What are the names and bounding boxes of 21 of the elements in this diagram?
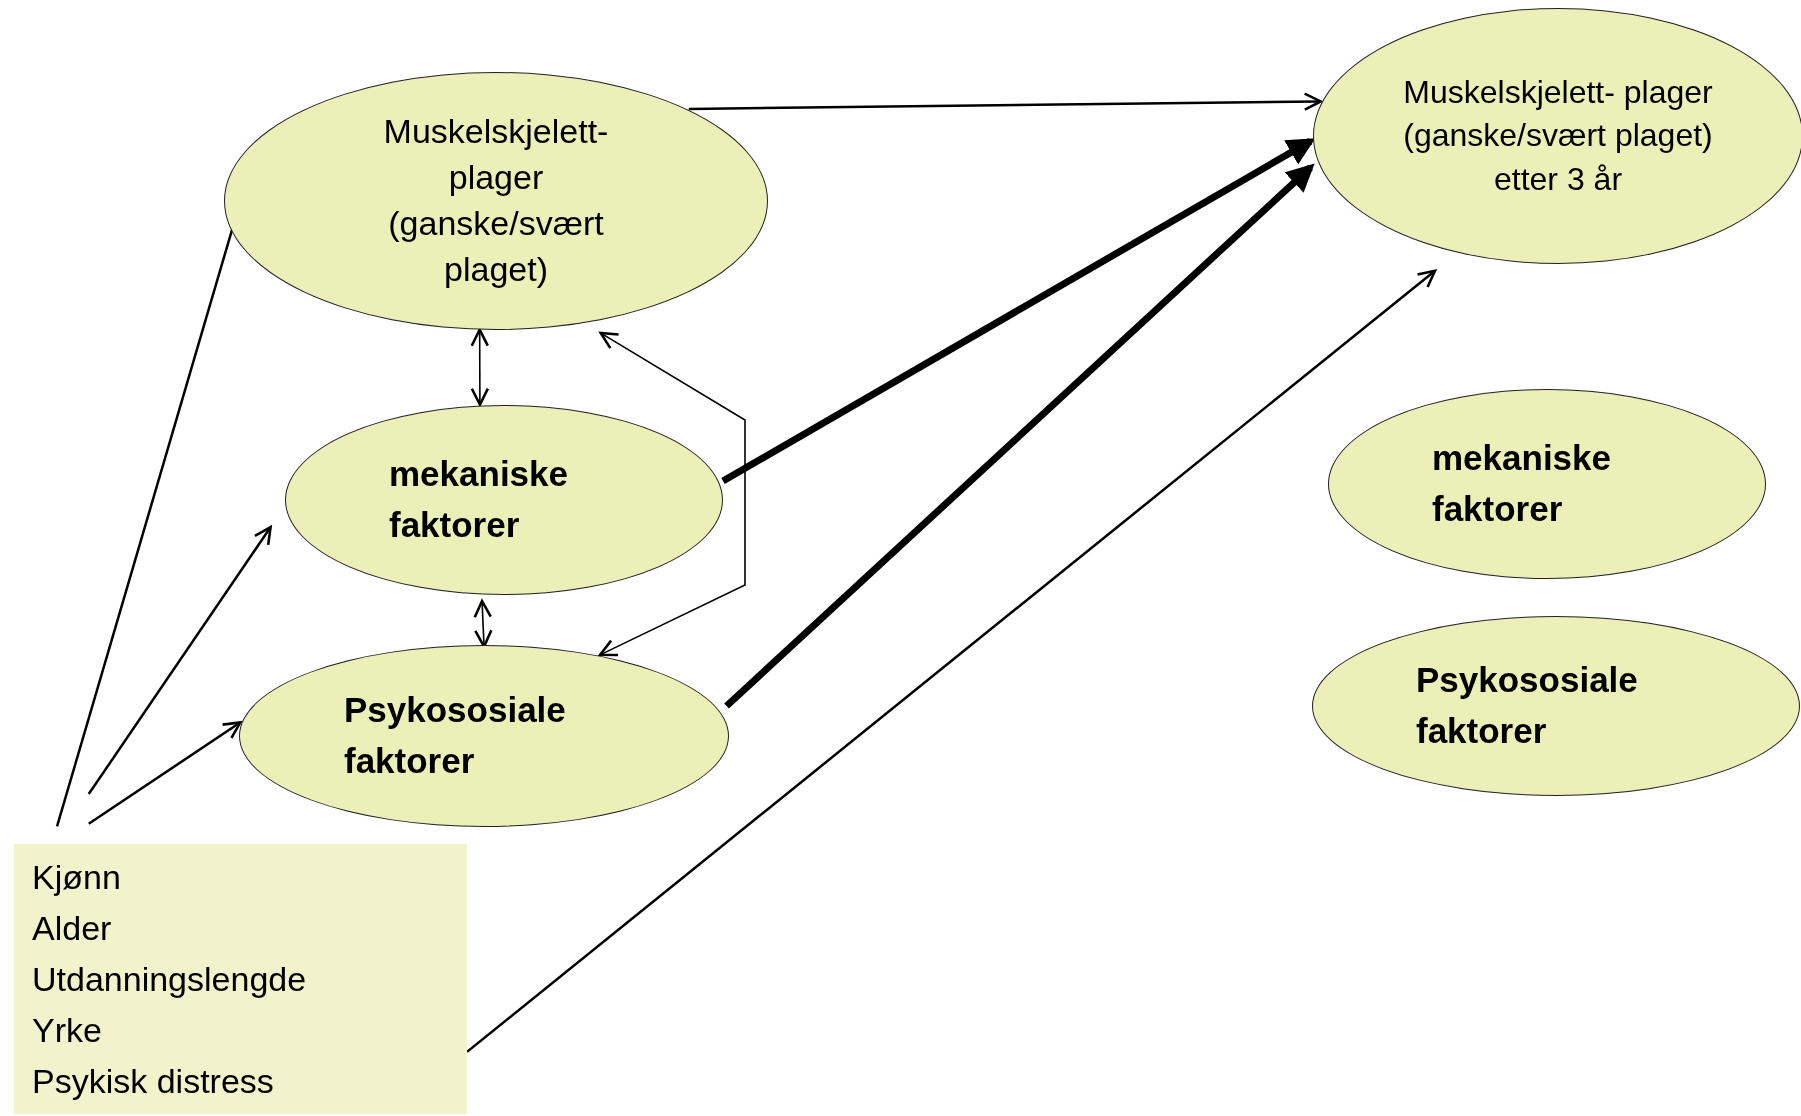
node-label: Yrke	[32, 1009, 103, 1051]
arrow	[721, 138, 1316, 485]
node-label: Alder	[32, 907, 113, 949]
arrow	[87, 525, 272, 795]
text-box	[14, 844, 467, 1114]
arrow	[466, 269, 1437, 1053]
node-label: mekaniske faktorer	[1432, 437, 1613, 530]
node-label: Kjønn	[32, 856, 122, 898]
arrow	[724, 163, 1315, 709]
arrow	[88, 721, 242, 825]
arrow	[688, 92, 1322, 111]
arrow	[598, 331, 746, 657]
node-label: Psykososiale faktorer	[1416, 659, 1639, 752]
node-label: mekaniske faktorer	[389, 453, 570, 546]
node-label: Psykisk distress	[32, 1060, 275, 1102]
node-label: Muskelskjelett- plager (ganske/svært plaget)	[382, 111, 610, 290]
node-label: Utdanningslengde	[32, 958, 308, 1000]
node-label: Psykososiale faktorer	[344, 689, 567, 782]
node-label: Muskelskjelett- plager (ganske/svært plaget) etter 3 år	[1402, 73, 1714, 199]
arrow	[470, 328, 490, 406]
connector-line	[55, 229, 234, 827]
